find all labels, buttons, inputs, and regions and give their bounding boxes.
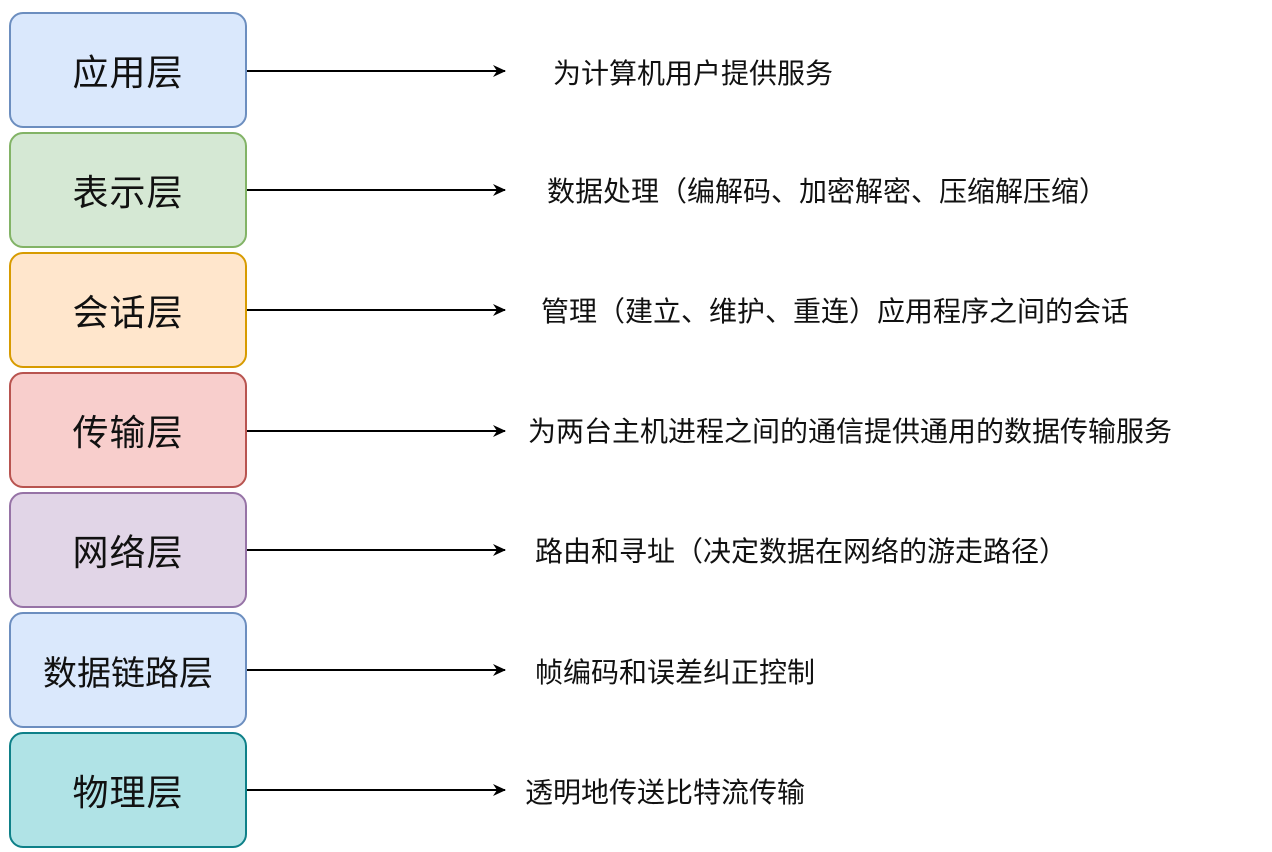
layer-name-session: 会话层 (72, 293, 184, 334)
layer-description-data-link: 帧编码和误差纠正控制 (535, 656, 816, 689)
layer-box-network: 网络层 (9, 492, 247, 608)
layer-box-presentation: 表示层 (9, 132, 247, 248)
layer-description-presentation: 数据处理（编解码、加密解密、压缩解压缩） (547, 175, 1108, 208)
layer-name-data-link: 数据链路层 (43, 653, 213, 694)
layer-box-transport: 传输层 (9, 372, 247, 488)
layer-description-network: 路由和寻址（决定数据在网络的游走路径） (535, 535, 1068, 568)
layer-box-session: 会话层 (9, 252, 247, 368)
layer-box-application: 应用层 (9, 12, 247, 128)
layer-name-transport: 传输层 (72, 413, 184, 454)
layer-box-physical: 物理层 (9, 732, 247, 848)
layer-box-data-link: 数据链路层 (9, 612, 247, 728)
layer-description-session: 管理（建立、维护、重连）应用程序之间的会话 (541, 295, 1130, 328)
layer-description-application: 为计算机用户提供服务 (553, 57, 834, 90)
layer-name-presentation: 表示层 (72, 173, 184, 214)
layer-name-physical: 物理层 (72, 773, 184, 814)
layer-description-physical: 透明地传送比特流传输 (525, 776, 806, 809)
layer-name-application: 应用层 (72, 53, 184, 94)
layer-description-transport: 为两台主机进程之间的通信提供通用的数据传输服务 (528, 415, 1173, 448)
layer-name-network: 网络层 (72, 533, 184, 574)
